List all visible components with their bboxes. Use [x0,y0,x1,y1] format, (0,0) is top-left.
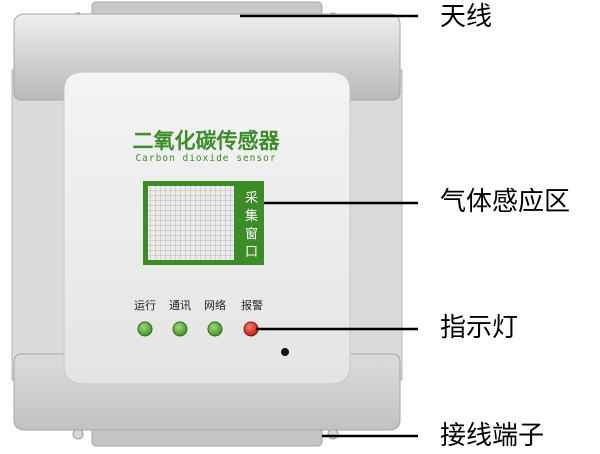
device-title-cn: 二氧化碳传感器 [133,129,281,153]
side-rail-right [349,79,403,371]
window-label-char: 采 [245,191,258,206]
reset-hole [281,348,289,356]
window-label-char: 窗 [245,226,258,242]
collection-window-mesh [148,186,234,260]
led-comm [172,321,188,337]
led-run [137,321,153,337]
window-label: 采 集 窗 口 [245,191,258,260]
led-alarm [243,321,259,337]
callout-gas-area: 气体感应区 [440,187,571,217]
indicator-label-network: 网络 [204,298,226,312]
indicator-label-run: 运行 [134,299,156,312]
callout-indicator: 指示灯 [440,313,519,343]
callout-terminal: 接线端子 [440,421,545,451]
window-label-char: 集 [245,208,258,224]
device-title-en: Carbon dioxide sensor [135,153,276,164]
window-label-char: 口 [245,245,258,260]
indicator-label-comm: 通讯 [169,299,191,312]
side-rail-left [11,79,65,371]
window-label-box [239,181,264,265]
callout-antenna: 天线 [440,2,493,32]
led-network [207,321,223,337]
indicator-label-alarm: 报警 [241,298,263,312]
